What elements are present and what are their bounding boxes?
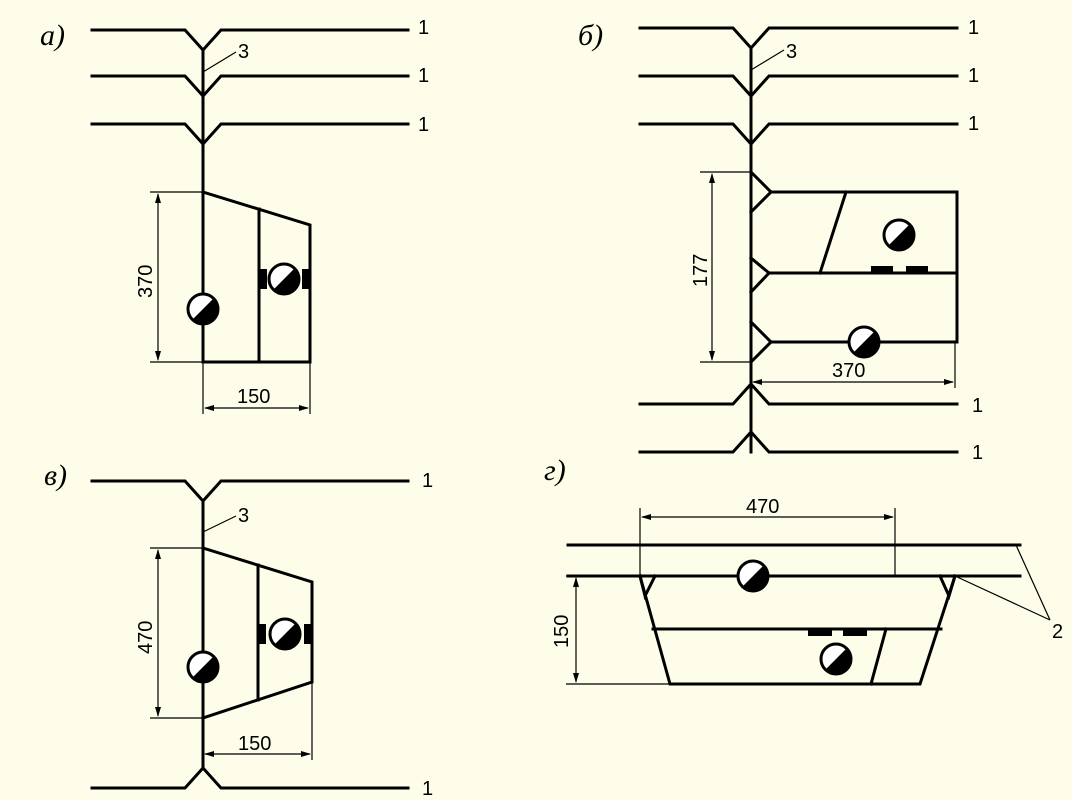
line-1-bot-v	[90, 765, 410, 790]
dim-width-b: 370	[832, 360, 865, 382]
leader-label-v: 3	[238, 505, 249, 527]
panel-b: б) 1 1 1 3 177 370 1 1	[578, 17, 983, 464]
line-label-b-4: 1	[972, 395, 983, 417]
switch-icon	[258, 624, 266, 644]
switch-icon	[843, 629, 867, 636]
leader-label-a: 3	[238, 41, 249, 63]
lamp-icon	[847, 325, 881, 359]
dim-height-b: 177	[690, 254, 712, 287]
lamp-icon	[186, 292, 220, 326]
lamp-icon	[267, 262, 301, 296]
room-outline-a	[201, 190, 312, 364]
room-diagonal-g	[869, 627, 888, 686]
room-slope-b3	[748, 339, 774, 365]
dim-width-v: 150	[238, 733, 271, 755]
switch-icon	[906, 266, 928, 273]
panel-g: г) 470 150 2	[544, 454, 1063, 686]
dim-height-v: 470	[135, 621, 157, 654]
lamp-icon	[882, 218, 916, 252]
lamp-icon	[819, 642, 853, 676]
switch-icon	[259, 269, 267, 289]
dim-height-g: 150	[551, 615, 573, 648]
line-1-bot-b	[638, 122, 959, 147]
panel-a-label: а)	[40, 19, 65, 52]
line-label-a-2: 1	[418, 65, 429, 87]
room-slope-b2	[748, 270, 772, 295]
panel-b-label: б)	[578, 19, 603, 52]
leader-label-g: 2	[1052, 621, 1063, 643]
line-1-low1-b	[638, 381, 959, 406]
line-1-bot-a	[90, 122, 410, 147]
line-label-b-2: 1	[968, 65, 979, 87]
leader-3-b	[750, 49, 785, 71]
switch-icon	[304, 624, 312, 644]
lamp-icon	[736, 559, 770, 593]
room-chamfer-left-g	[638, 573, 658, 601]
line-label-v-2: 1	[422, 778, 433, 800]
room-chamfer-right-g	[938, 574, 957, 601]
switch-icon	[871, 266, 893, 273]
line-1-mid-b	[638, 74, 959, 99]
dim-width-g: 470	[746, 496, 779, 518]
switch-icon	[302, 269, 310, 289]
leader-2b-g	[954, 575, 1051, 621]
switch-icon	[808, 629, 832, 636]
panel-a: а) 1 1 1 3 370 150	[40, 17, 429, 414]
lamp-icon	[186, 650, 220, 684]
leader-3-a	[202, 51, 237, 73]
line-1-top-b	[638, 26, 959, 51]
leader-label-b: 3	[786, 41, 797, 63]
room-outline-b	[748, 169, 959, 344]
dim-height-a: 370	[135, 265, 157, 298]
line-label-a-3: 1	[418, 114, 429, 136]
room-slope-b1	[748, 189, 774, 215]
line-label-v-1: 1	[422, 470, 433, 492]
line-1-low2-b	[638, 429, 959, 454]
line-label-a-1: 1	[418, 17, 429, 39]
line-label-b-1: 1	[968, 17, 979, 39]
leader-3-v	[202, 515, 237, 533]
panel-v-label: в)	[44, 459, 67, 492]
panel-v: в) 1 1 3 470 150	[44, 459, 433, 800]
panel-g-label: г)	[544, 454, 566, 487]
lamp-icon	[268, 617, 302, 651]
line-1-top-a	[90, 28, 410, 53]
line-label-b-5: 1	[972, 442, 983, 464]
line-1-mid-a	[90, 74, 410, 99]
room-diagonal-b	[818, 190, 848, 275]
line-1-top-v	[90, 479, 410, 504]
dim-width-a: 150	[237, 386, 270, 408]
leader-2a-g	[1015, 544, 1051, 621]
line-label-b-3: 1	[968, 113, 979, 135]
